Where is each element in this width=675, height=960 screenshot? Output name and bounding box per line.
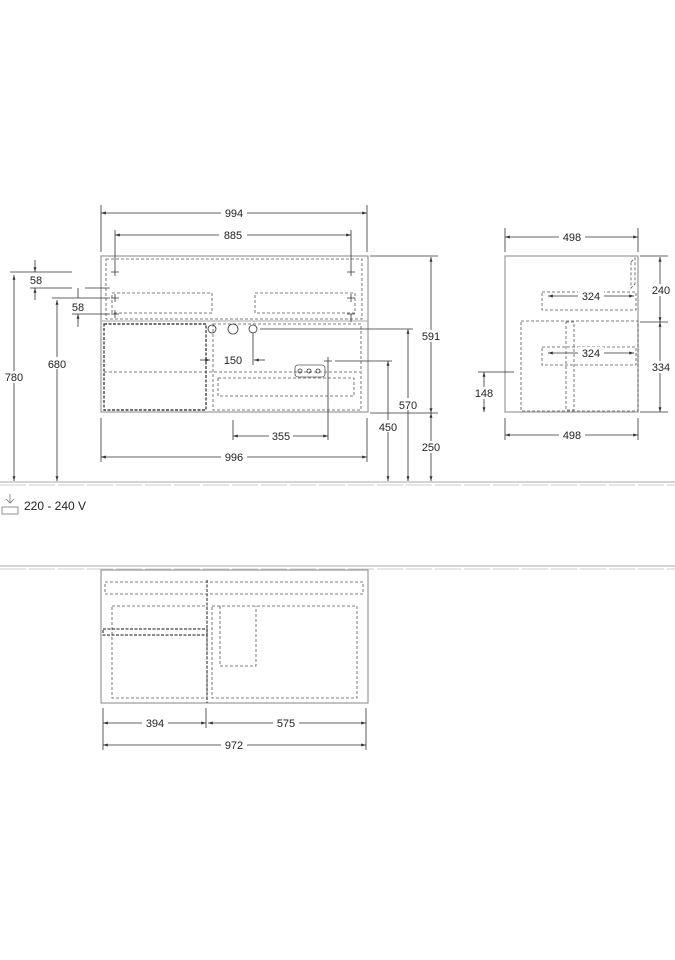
dim-water-inlet-height: 570 — [399, 400, 417, 412]
dim-outlet-offset: 355 — [272, 431, 290, 443]
dim-lower-drawer-depth: 324 — [582, 348, 600, 360]
dim-cabinet-height: 591 — [422, 331, 440, 343]
dim-mount-spacing: 885 — [224, 230, 242, 242]
front-view: 994 885 58 58 780 680 591 250 570 450 15… — [4, 205, 442, 481]
dim-upper-drawer-depth: 324 — [582, 291, 600, 303]
dim-tap-offset: 150 — [224, 355, 242, 367]
dim-outlet-height: 450 — [379, 422, 397, 434]
dim-mount-height: 680 — [48, 359, 66, 371]
dim-left-section: 394 — [146, 718, 164, 730]
dim-upper-height: 240 — [652, 285, 670, 297]
power-socket-icon — [1, 494, 19, 515]
dim-total-width: 972 — [225, 740, 243, 752]
socket-outline — [294, 364, 326, 378]
dim-height-total: 780 — [5, 372, 23, 384]
cabinet-outline — [100, 255, 369, 413]
dim-right-section: 575 — [277, 718, 295, 730]
left-drawer — [103, 323, 207, 411]
dim-width-bottom: 996 — [225, 452, 243, 464]
mount-points — [111, 268, 355, 365]
dim-offset-lower: 58 — [72, 302, 84, 314]
dim-depth-bottom: 498 — [563, 430, 581, 442]
floor-line — [0, 481, 675, 486]
dim-lower-height: 334 — [652, 362, 670, 374]
dim-width-top: 994 — [225, 208, 243, 220]
dim-floor-clearance: 250 — [422, 442, 440, 454]
voltage-label: 220 - 240 V — [24, 499, 86, 513]
dim-siphon-height: 148 — [475, 388, 493, 400]
tap-holes — [207, 323, 258, 335]
dim-depth-top: 498 — [563, 232, 581, 244]
dim-offset-upper: 58 — [30, 275, 42, 287]
plan-view: 394 575 972 — [0, 565, 675, 752]
side-view: 498 498 324 324 240 334 148 — [473, 228, 673, 442]
